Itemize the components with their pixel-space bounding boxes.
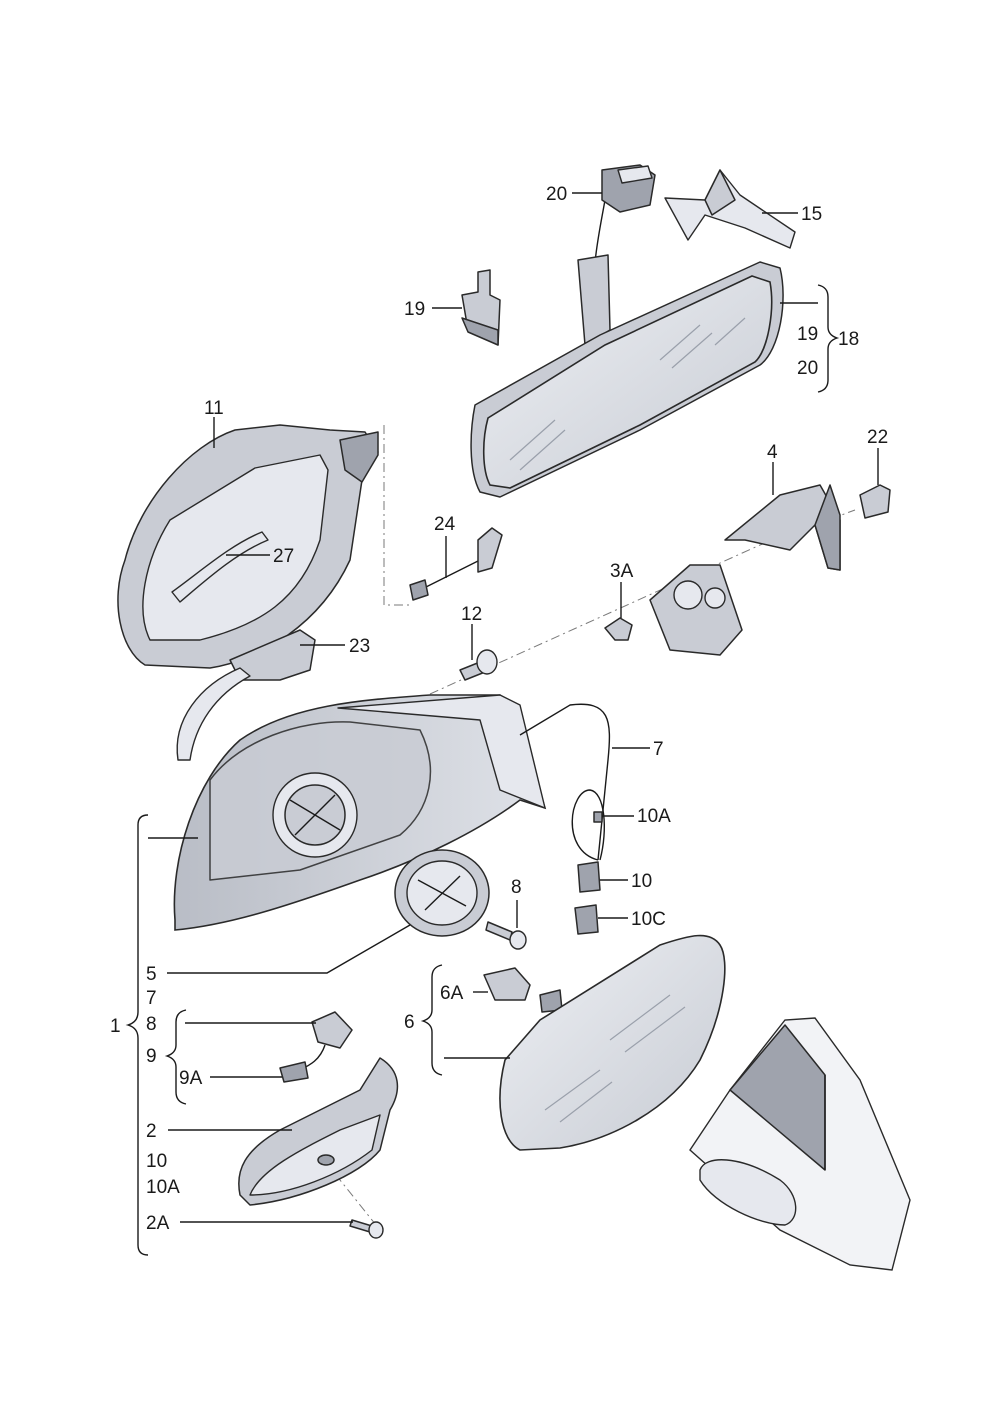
label-4: 4 xyxy=(767,442,778,463)
strip-part-27 xyxy=(171,531,269,603)
label-19-right: 19 xyxy=(797,324,818,345)
label-10A-left: 10A xyxy=(146,1177,180,1198)
mirror-housing-part-1 xyxy=(173,694,611,931)
label-2A: 2A xyxy=(146,1213,170,1234)
wire-connector-part-20 xyxy=(577,164,656,346)
label-22: 22 xyxy=(867,427,888,448)
part-labels: 20 15 19 19 18 20 11 22 4 27 24 3A 12 23… xyxy=(110,184,888,1234)
label-3A: 3A xyxy=(610,561,634,582)
label-20-right: 20 xyxy=(797,358,818,379)
label-23: 23 xyxy=(349,636,370,657)
interior-mirror-part-18 xyxy=(470,261,784,498)
label-12: 12 xyxy=(461,604,482,625)
screw-part-8 xyxy=(485,921,527,950)
label-10-right: 10 xyxy=(631,871,652,892)
lower-cover-part-2 xyxy=(238,1057,399,1206)
label-10C: 10C xyxy=(631,909,666,930)
bracket-part-4 xyxy=(724,484,841,571)
wire-plug-part-24 xyxy=(409,527,503,601)
label-27: 27 xyxy=(273,546,294,567)
mirror-glass-part-6 xyxy=(499,934,726,1151)
label-10-left: 10 xyxy=(146,1151,167,1172)
grouping-braces xyxy=(125,284,840,1256)
holder-part-6A xyxy=(483,967,531,1001)
label-8-right: 8 xyxy=(511,877,522,898)
label-7-right: 7 xyxy=(653,739,664,760)
label-9A: 9A xyxy=(179,1068,203,1089)
sensor-part-19 xyxy=(461,269,501,346)
label-15: 15 xyxy=(801,204,822,225)
turn-signal-part-23 xyxy=(176,629,316,761)
vehicle-door-outline xyxy=(689,1017,911,1271)
label-6: 6 xyxy=(404,1012,415,1033)
base-plate xyxy=(649,564,743,656)
label-9: 9 xyxy=(146,1046,157,1067)
screw-part-12 xyxy=(459,649,498,681)
connector-part-10 xyxy=(577,861,601,893)
label-20-top: 20 xyxy=(546,184,567,205)
label-7-left: 7 xyxy=(146,988,157,1009)
connector-part-10C xyxy=(574,904,599,935)
clip-part-22 xyxy=(859,484,891,519)
label-8-left: 8 xyxy=(146,1014,157,1035)
label-1: 1 xyxy=(110,1016,121,1037)
label-6A: 6A xyxy=(440,983,464,1004)
label-5: 5 xyxy=(146,964,157,985)
label-19-left: 19 xyxy=(404,299,425,320)
leader-lines xyxy=(148,192,879,1223)
cover-part-15 xyxy=(664,169,796,249)
clip-part-3A xyxy=(604,617,633,641)
lamp-wire-part-9 xyxy=(279,1011,353,1083)
label-2: 2 xyxy=(146,1121,157,1142)
adjustment-motor-part-5 xyxy=(394,849,490,937)
label-10A-right: 10A xyxy=(637,806,671,827)
label-11: 11 xyxy=(204,398,224,419)
wire-harness-part-7 xyxy=(571,789,605,861)
label-24: 24 xyxy=(434,514,456,535)
screw-part-2A xyxy=(349,1219,384,1239)
label-18: 18 xyxy=(838,329,859,350)
